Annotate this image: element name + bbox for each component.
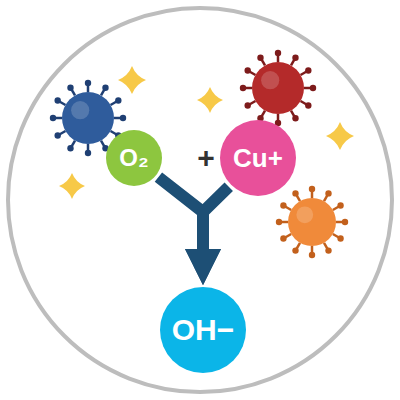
virus-knob [292,115,298,121]
species-circle: OH− [160,287,246,373]
sparkle [326,122,354,150]
virus-knob [244,67,250,73]
virus-knob [309,186,315,192]
virus-knob [337,235,343,241]
sparkle [118,66,146,94]
virus-knob [292,54,298,60]
virus-knob [309,252,315,258]
plus-sign: + [197,143,215,173]
virus-knob [67,84,73,90]
virus-knob [85,80,91,86]
virus-knob [342,219,348,225]
virus-knob [54,132,60,138]
formula-text: OH− [172,315,235,345]
virus-knob [325,190,331,196]
species-circle: Cu+ [220,120,296,196]
virus-knob [305,102,311,108]
virus-knob [292,247,298,253]
virus-knob [280,202,286,208]
virus-knob [292,190,298,196]
virus-knob [115,97,121,103]
virus-knob [276,219,282,225]
virus-body [252,62,304,114]
virus-knob [240,85,246,91]
virus-knob [275,50,281,56]
virus-knob [85,150,91,156]
reaction-arrow [158,177,203,261]
virus-body [288,198,336,246]
virus-shine [296,206,313,223]
virus-knob [50,115,56,121]
virus-knob [244,102,250,108]
frame-circle [8,8,392,392]
virus-knob [67,145,73,151]
virus-knob [337,202,343,208]
sparkles [59,66,354,199]
virus-knob [305,67,311,73]
virus [240,50,316,126]
virus-knob [54,97,60,103]
virus-knob [325,247,331,253]
formula-text: Cu+ [233,145,283,171]
virus-knob [102,84,108,90]
species-circle: O₂ [106,130,162,186]
virus-shine [261,71,279,89]
formula-text: O₂ [119,146,148,170]
virus-knob [120,115,126,121]
virus-shine [71,101,89,119]
reaction-arrow [203,187,229,261]
virus-knob [280,235,286,241]
virus-body [62,92,114,144]
sparkle [59,173,85,199]
virus-knob [310,85,316,91]
virus-knob [257,54,263,60]
virus [276,186,348,258]
sparkle [197,87,223,113]
